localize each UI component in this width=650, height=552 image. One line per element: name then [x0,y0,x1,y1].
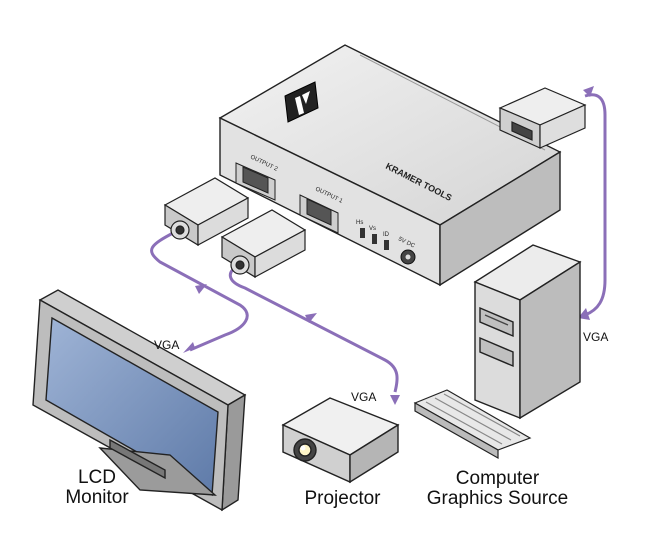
projector-label: Projector [304,488,381,509]
output-1-port [299,194,339,234]
vga-plug-top-right [498,87,587,149]
lcd-monitor [32,289,247,512]
keyboard [413,389,532,460]
dip-switches [360,228,389,250]
vga-label-monitor: VGA [154,338,180,352]
computer-tower [473,244,582,420]
vga-cable-source [578,86,607,320]
power-jack [400,249,416,265]
kramer-logo [284,81,319,123]
computer-source-label-line1: Computer [455,468,540,489]
vs-label: Vs [369,226,376,232]
projector [281,397,400,484]
vga-plug-right [220,209,307,279]
lcd-monitor-label: LCD Monitor [52,468,142,508]
output-2-port [235,162,276,201]
hs-label: Hs [356,220,363,226]
vga-cable-monitor [150,230,249,353]
computer-source-label: Computer Graphics Source [410,469,585,509]
id-label: ID [383,232,390,238]
vga-label-source: VGA [583,330,609,344]
vga-plug-left [163,177,250,247]
computer-source-label-line2: Graphics Source [426,488,569,509]
vga-cable-projector [229,263,400,405]
lcd-monitor-label-line2: Monitor [65,487,129,508]
vga-label-projector: VGA [351,390,377,404]
lcd-monitor-label-line1: LCD [77,467,116,488]
